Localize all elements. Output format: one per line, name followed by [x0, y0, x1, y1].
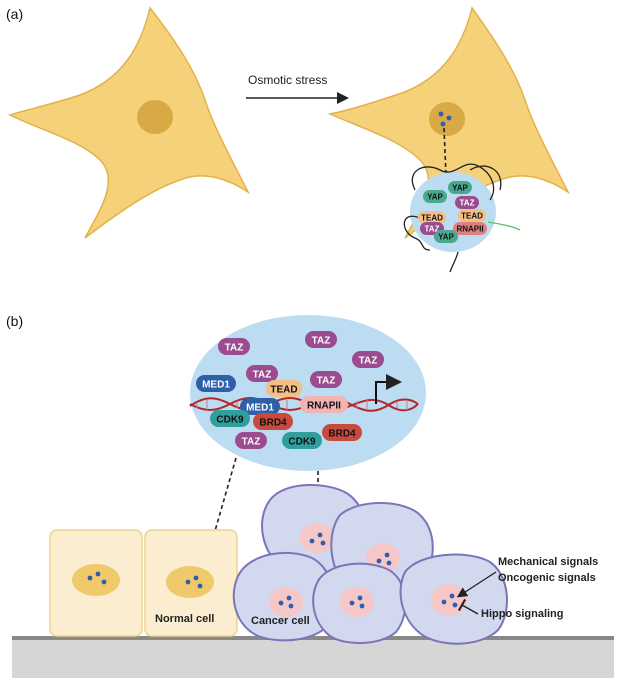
- yap-protein: [434, 230, 458, 243]
- yap-label: YAP: [452, 184, 468, 193]
- cancer-cell-label: Cancer cell: [251, 615, 310, 627]
- hippo-signaling-label: Hippo signaling: [481, 608, 564, 620]
- taz-protein: [310, 371, 342, 388]
- taz-label: TAZ: [242, 437, 261, 448]
- rnapii-label: RNAPII: [456, 225, 483, 234]
- taz-label: TAZ: [425, 225, 440, 234]
- condensate-dot: [87, 575, 93, 581]
- osmotic-stress-label: Osmotic stress: [248, 73, 327, 87]
- cdk9-label: CDK9: [216, 415, 244, 426]
- tead-label: TEAD: [421, 214, 443, 223]
- normal-cells: Normal cell: [49, 529, 238, 637]
- taz-protein: [352, 351, 384, 368]
- condensate-dot: [440, 121, 446, 127]
- normal-cell-label: Normal cell: [155, 613, 214, 625]
- oncogenic-signals-label: Oncogenic signals: [498, 572, 596, 584]
- tead-label: TEAD: [461, 212, 483, 221]
- zoom-line: [443, 127, 447, 176]
- panel-label-a: (a): [6, 6, 23, 22]
- yap-label: YAP: [438, 233, 454, 242]
- taz-label: TAZ: [253, 370, 272, 381]
- brd4-label: BRD4: [259, 418, 287, 429]
- condensate-dot: [95, 571, 101, 577]
- cdk9-protein: [210, 410, 250, 427]
- taz-label: TAZ: [312, 336, 331, 347]
- taz-label: TAZ: [317, 376, 336, 387]
- condensate-dot: [101, 579, 107, 585]
- taz-protein: [246, 365, 278, 382]
- taz-protein: [235, 432, 267, 449]
- mechanical-signals-label: Mechanical signals: [498, 556, 598, 568]
- brd4-protein: [322, 424, 362, 441]
- med1-label: MED1: [246, 403, 274, 414]
- tead-protein: [458, 209, 486, 222]
- signal-arrow: [456, 571, 497, 598]
- rnapii-protein: [453, 222, 487, 235]
- taz-protein: [305, 331, 337, 348]
- cdk9-label: CDK9: [288, 437, 316, 448]
- inhibition-line: [457, 598, 479, 615]
- substrate: [12, 640, 614, 678]
- panel-label-b: (b): [6, 313, 23, 329]
- condensate-small: YAP YAP TAZ TEAD TEAD TAZ RNAPII YAP: [403, 163, 521, 273]
- condensate-dot: [438, 111, 444, 117]
- condensate-large: TAZ TAZ TAZ TAZ TAZ TAZ MED1 MED1 TEAD R…: [189, 315, 426, 471]
- condensate-dot: [185, 579, 191, 585]
- rnapii-label: RNAPII: [307, 401, 341, 412]
- dna-strand: [403, 215, 431, 251]
- yap-label: YAP: [427, 193, 443, 202]
- cell-before-stress: [8, 6, 250, 239]
- rnapii-protein: [300, 396, 348, 413]
- transcription-arrow: [375, 374, 402, 404]
- cancer-cells: Cancer cell: [232, 484, 508, 645]
- nucleus: [72, 564, 120, 596]
- tead-label: TEAD: [270, 385, 297, 396]
- dna-strand: [411, 163, 502, 201]
- tead-protein: [266, 380, 302, 397]
- cdk9-protein: [282, 432, 322, 449]
- cell-after-stress: [327, 6, 570, 239]
- med1-label: MED1: [202, 380, 230, 391]
- taz-label: TAZ: [225, 343, 244, 354]
- yap-protein: [448, 181, 472, 194]
- nucleus: [300, 523, 334, 553]
- rna-strand: [487, 221, 521, 231]
- condensate-dot: [193, 575, 199, 581]
- condensate-dot: [197, 583, 203, 589]
- brd4-label: BRD4: [328, 429, 356, 440]
- nucleus: [431, 584, 467, 616]
- taz-label: TAZ: [460, 199, 475, 208]
- nucleus: [340, 587, 374, 617]
- med1-protein: [196, 375, 236, 392]
- taz-label: TAZ: [359, 356, 378, 367]
- condensate-dot: [446, 115, 452, 121]
- dna-strand: [449, 251, 459, 273]
- nucleus: [269, 587, 303, 617]
- substrate-edge: [12, 636, 614, 640]
- yap-protein: [423, 190, 447, 203]
- med1-protein: [240, 398, 280, 415]
- nucleus: [137, 100, 173, 134]
- brd4-protein: [253, 413, 293, 430]
- condensate-dots: [278, 532, 458, 609]
- taz-protein: [218, 338, 250, 355]
- taz-protein: [455, 196, 479, 209]
- cell-body: [8, 6, 250, 239]
- tead-protein: [418, 211, 446, 224]
